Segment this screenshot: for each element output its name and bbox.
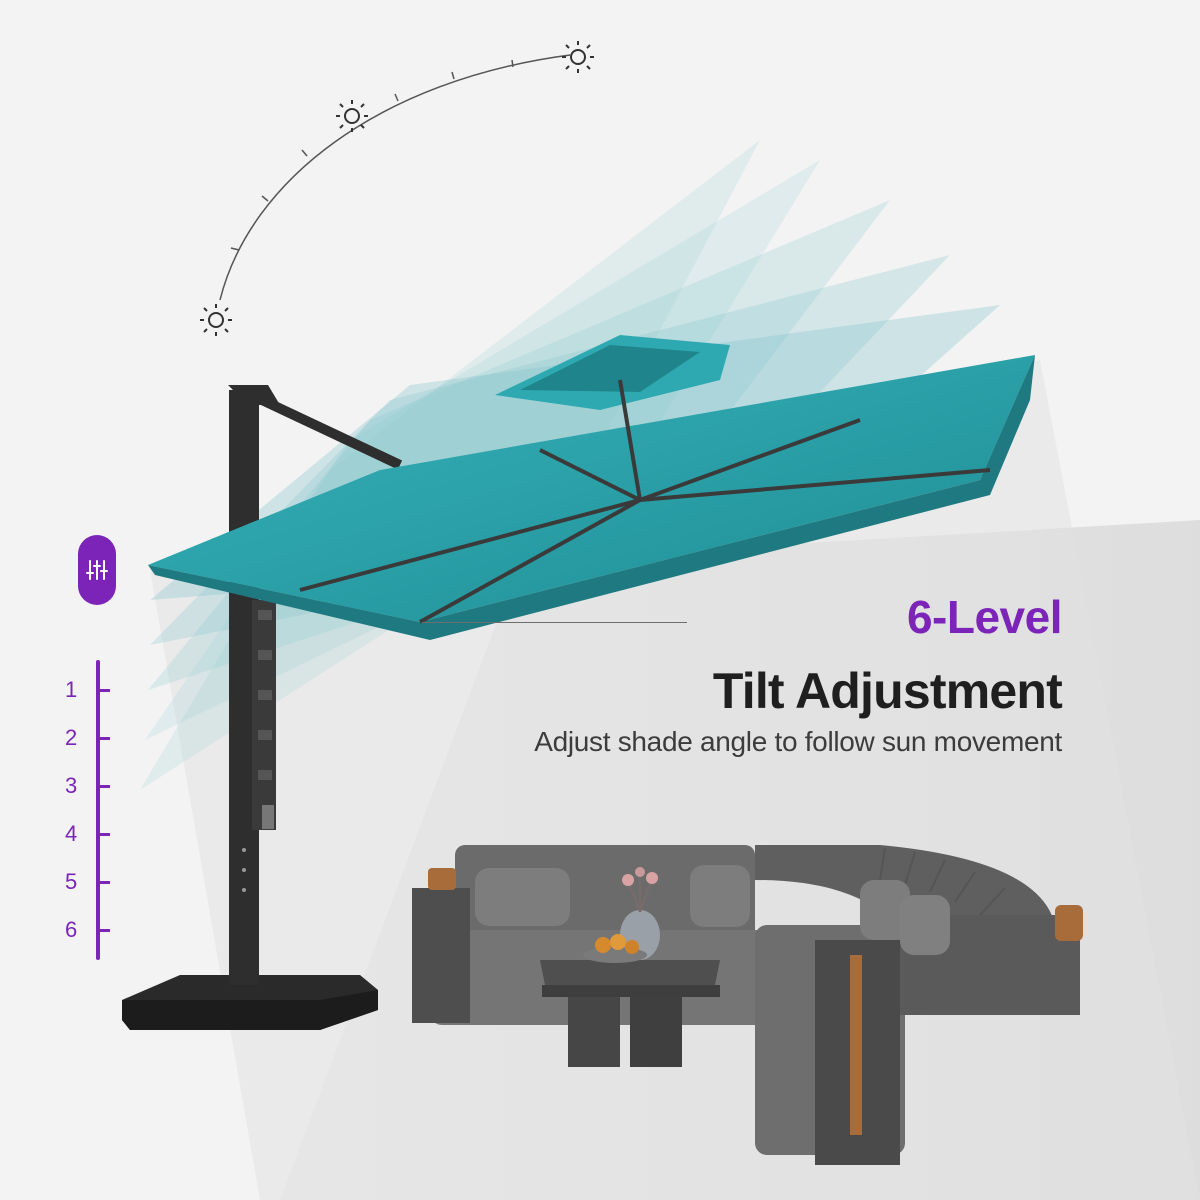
scale-level: 1 (60, 675, 120, 705)
sliders-icon (86, 560, 108, 580)
headline-title: Tilt Adjustment (712, 663, 1063, 719)
headline-subtitle: Adjust shade angle to follow sun movemen… (534, 726, 1062, 757)
sofa-set (412, 845, 1083, 1165)
scale-level-tick (98, 881, 110, 884)
scale-level: 2 (60, 723, 120, 753)
scale-level-number: 1 (65, 677, 78, 702)
sun-path-ticks (230, 59, 514, 251)
scale-level-number: 6 (65, 917, 78, 942)
scale-level-tick (98, 737, 110, 740)
scale-bar (96, 660, 100, 960)
umbrella-pole (228, 385, 403, 985)
tilt-settings-badge (78, 535, 116, 605)
scale-level-tick (98, 689, 110, 692)
headline-rule (422, 622, 687, 623)
scale-level: 5 (60, 867, 120, 897)
scale-level: 4 (60, 819, 120, 849)
headline-level: 6-Level (906, 591, 1063, 643)
scale-level-number: 3 (65, 773, 78, 798)
scale-level-number: 4 (65, 821, 78, 846)
scale-level: 6 (60, 915, 120, 945)
sun-icon (562, 41, 594, 73)
umbrella-base (122, 975, 378, 1030)
sun-icon (336, 100, 368, 132)
sun-path-arc (219, 54, 571, 301)
scale-level-tick (98, 929, 110, 932)
scale-level-number: 5 (65, 869, 78, 894)
umbrella-canopy (148, 335, 1035, 640)
feature-text: 6-Level Tilt Adjustment Adjust shade ang… (422, 591, 1063, 758)
tilt-level-scale: 1 2 3 4 5 6 (60, 660, 120, 965)
scale-level: 3 (60, 771, 120, 801)
scale-level-number: 2 (65, 725, 78, 750)
scale-level-tick (98, 833, 110, 836)
headline-row: 6-Level (422, 591, 1063, 660)
scale-level-tick (98, 785, 110, 788)
sun-icon (200, 304, 232, 336)
